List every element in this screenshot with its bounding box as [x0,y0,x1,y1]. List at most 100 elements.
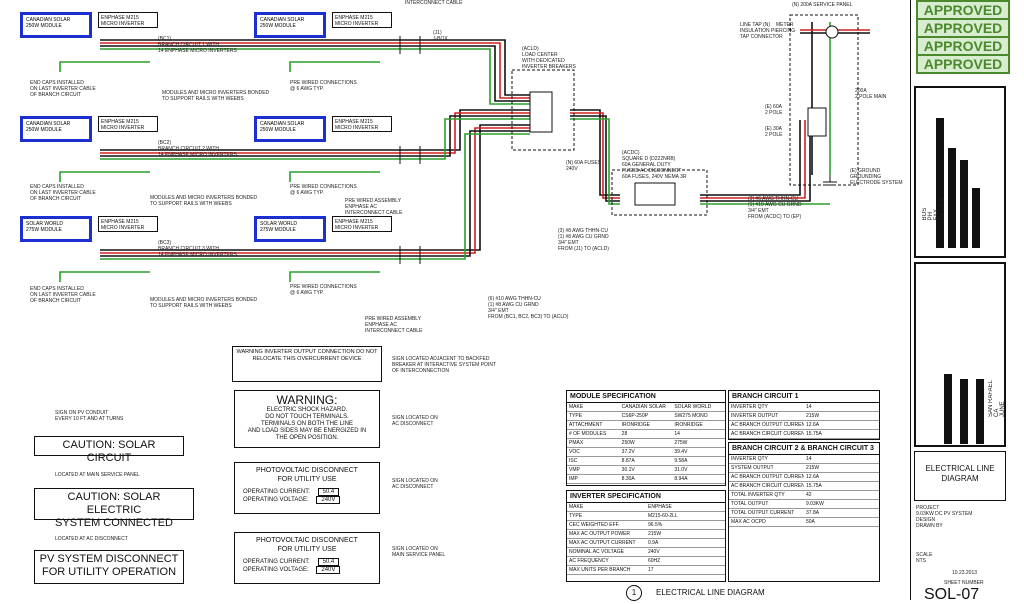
main-breaker-label: 200A 2 POLE MAIN [855,88,887,100]
op-current-label: OPERATING CURRENT: [243,559,310,565]
table-cell: 250W [621,440,635,446]
interconnect-note: PRE WIRED ASSEMBLY ENPHASE AC INTERCONNE… [345,198,403,216]
diagram-title: ELECTRICAL LINE DIAGRAM [656,588,765,597]
conduit-note: (6) #10 AWG THHN-CU (1) #8 AWG CU GRND 3… [488,296,569,320]
table-cell: AC BRANCH CIRCUIT CURRENT [731,431,804,437]
address-block: SAN RAFAEL CA JUNE [914,262,1006,447]
sheet-number-label: SHEET NUMBER [944,580,984,586]
bonding-note: MODULES AND MICRO INVERTERS BONDED TO SU… [150,195,258,207]
approved-stamp: APPROVED [916,18,1010,38]
table-title: INVERTER SPECIFICATION [567,491,725,503]
table-cell: 37.8A [806,510,820,516]
fuse-label: (N) 60A FUSES 240V [566,160,602,172]
warning-title: WARNING: [276,393,338,407]
table-cell: 275W [674,440,688,446]
ac-disconnect-label: (ACDC) SQUARE D (D222NRB) 60A GENERAL DU… [622,150,687,180]
table-cell: 15.75A [806,431,822,437]
table-row: MAKE ENPHASE [567,503,725,512]
table-cell: M215-60-2LL [648,513,678,519]
op-current-value: 50.4 [317,488,340,496]
table-cell: CEC WEIGHTED EFF. [569,522,620,528]
table-cell: ENPHASE [648,504,672,510]
table-cell: IMP [569,476,578,482]
table-cell: TYPE [569,513,583,519]
table-cell: MAX AC OCPD [731,519,766,525]
sheet-title: ELECTRICAL LINE DIAGRAM [914,451,1006,501]
branch-label: (BC1) BRANCH CIRCUIT 1 WITH 14 ENPHASE M… [158,36,237,54]
branch-label: (BC3) BRANCH CIRCUIT 3 WITH 14 ENPHASE M… [158,240,237,258]
table-cell: SYSTEM OUTPUT [731,465,774,471]
table-cell: MAKE [569,404,584,410]
sign-note: SIGN LOCATED ADJACENT TO BACKFED BREAKER… [392,356,497,374]
line-tap-label: LINE TAP (N) INSULATION PIERCING TAP CON… [740,22,796,40]
prewired-note: PRE WIRED CONNECTIONS @ 6 AWG TYP. [290,184,357,196]
table-cell: 60HZ [648,558,661,564]
inverter-spec-table: INVERTER SPECIFICATION MAKE ENPHASE TYPE M2… [566,490,726,582]
micro-inverter: ENPHASE M215 MICRO INVERTER [332,216,392,232]
table-cell: 96.5% [648,522,663,528]
table-cell: IRONRIDGE [621,422,651,428]
approved-stamp: APPROVED [916,54,1010,74]
scale-info: SCALE NTS [916,552,933,564]
table-cell: 12.6A [806,422,820,428]
caution-solar-circuit-sign: CAUTION: SOLAR CIRCUIT [34,436,184,464]
table-cell: ISC [569,458,578,464]
company-info: BOS PH FAX CA LIC# [922,198,946,221]
table-title: MODULE SPECIFICATION [567,391,725,403]
table-cell: 0.9A [648,540,659,546]
prewired-note: PRE WIRED CONNECTIONS @ 6 AWG TYP. [290,80,357,92]
table-cell: 50A [806,519,815,525]
table-cell: 240V [648,549,660,555]
table-cell: # OF MODULES [569,431,607,437]
meter-label: METER [776,22,794,28]
warning-body: ELECTRIC SHOCK HAZARD. DO NOT TOUCH TERM… [247,407,367,441]
interconnect-note: PRE WIRED ASSEMBLY ENPHASE AC INTERCONNE… [365,316,423,334]
table-cell: TYPE [569,413,583,419]
table-cell: 9.03KW [806,501,824,507]
address-info: SAN RAFAEL CA JUNE [988,380,1006,418]
op-voltage-label: OPERATING VOLTAGE: [243,497,309,503]
sign-note: SIGN LOCATED ON MAIN SERVICE PANEL [392,546,446,558]
table-cell: 37.2V [621,449,635,455]
table-cell: 8.30A [621,476,635,482]
service-panel-label: (N) 200A SERVICE PANEL [792,2,853,8]
table-cell: 14 [674,431,680,437]
breaker-label: (E) 30A 2 POLE [765,126,783,138]
table-cell: 215W [648,531,662,537]
branch-label: (BC2) BRANCH CIRCUIT 2 WITH 14 ENPHASE M… [158,140,237,158]
end-caps-note: END CAPS INSTALLED ON LAST INVERTER CABL… [30,184,96,202]
date: 10.23.2013 [952,570,978,576]
conduit-note: (3) #6 AWG THHN-CU (1) #10 AWG CU GRND 3… [748,196,802,220]
diagram-number: 1 [626,585,642,601]
sign-note: SIGN LOCATED ON AC DISCONNECT [392,415,438,427]
table-cell: MAKE [569,504,584,510]
op-voltage-value: 240V [316,496,341,504]
j-box-label: (J1) J-BOX [433,30,448,42]
table-cell: INVERTER QTY [731,456,768,462]
table-cell: IRONRIDGE [674,422,703,428]
table-cell: CS6P-250P [621,413,649,419]
caution-system-connected-sign: CAUTION: SOLAR ELECTRIC SYSTEM CONNECTED [34,488,194,529]
